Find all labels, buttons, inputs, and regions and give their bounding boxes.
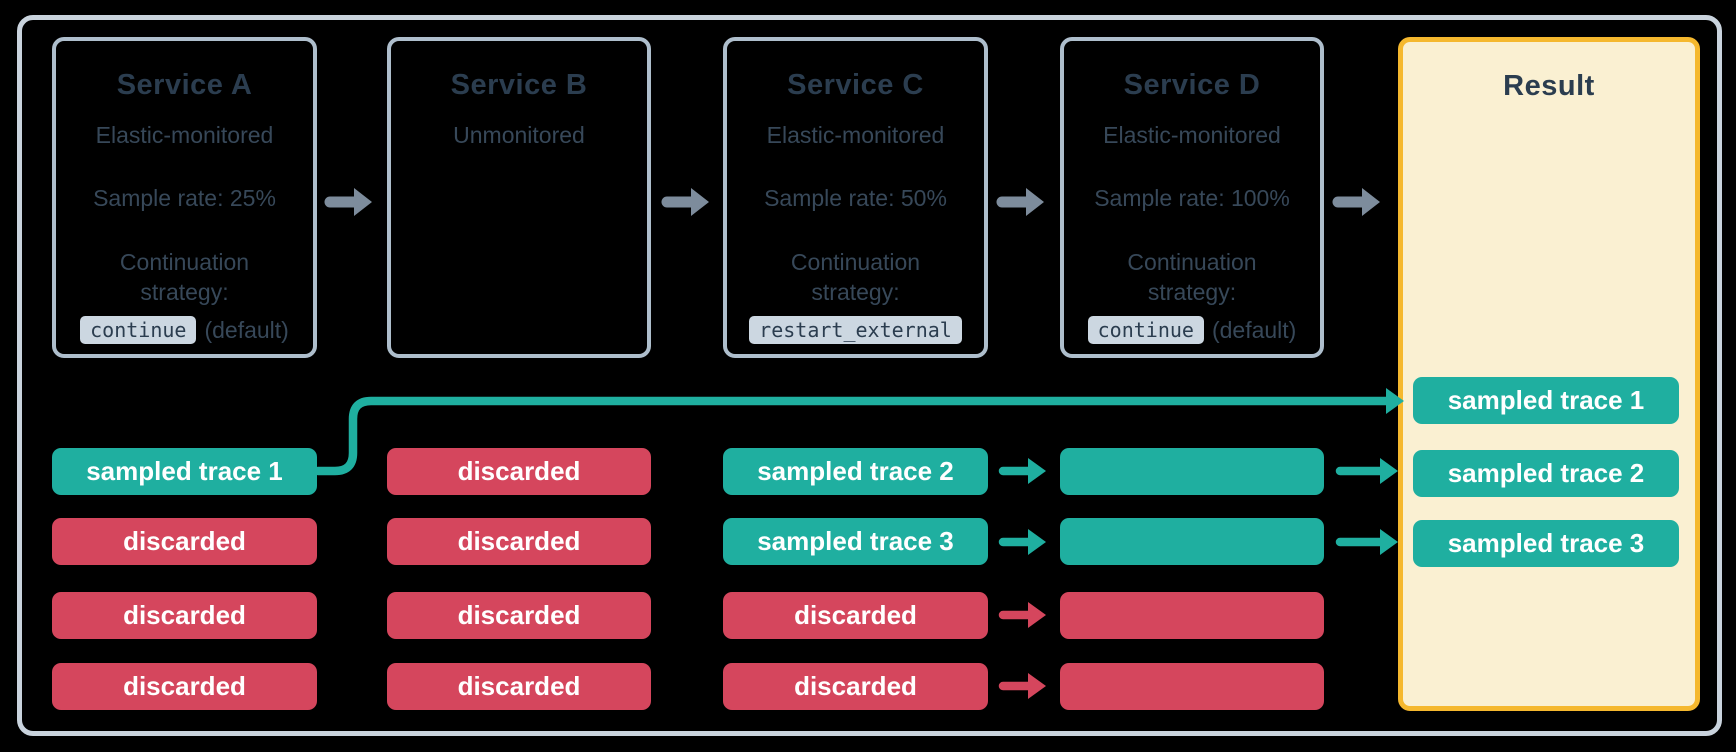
trace-pill-a-4: discarded xyxy=(52,663,317,710)
service-a-title: Service A xyxy=(116,69,253,101)
trace-pill-d-4 xyxy=(1060,663,1324,710)
result-pill-2: sampled trace 2 xyxy=(1413,450,1679,497)
service-a-sample-rate: Sample rate: 25% xyxy=(93,185,276,211)
trace-pill-b-1: discarded xyxy=(387,448,651,495)
service-box-a: Service A Elastic-monitored Sample rate:… xyxy=(52,37,317,358)
service-a-subtitle: Elastic-monitored xyxy=(95,122,274,148)
service-d-strategy-badge: continue xyxy=(1087,316,1204,344)
trace-pill-b-3: discarded xyxy=(387,592,651,639)
service-d-strategy-row: continue (default) xyxy=(1064,315,1320,345)
trace-pill-a-2: discarded xyxy=(52,518,317,565)
trace-pill-d-3 xyxy=(1060,592,1324,639)
result-pill-3: sampled trace 3 xyxy=(1413,520,1679,567)
result-title: Result xyxy=(1503,70,1595,102)
service-c-subtitle: Elastic-monitored xyxy=(766,122,945,148)
service-d-strategy-label: Continuation strategy: xyxy=(1127,249,1257,305)
trace-pill-a-1: sampled trace 1 xyxy=(52,448,317,495)
service-c-strategy-badge: restart_external xyxy=(749,316,962,344)
service-c-strategy-label: Continuation strategy: xyxy=(790,249,921,305)
outer-frame xyxy=(17,15,1722,736)
service-b-title: Service B xyxy=(450,69,588,101)
service-box-b: Service B Unmonitored xyxy=(387,37,651,358)
trace-pill-a-3: discarded xyxy=(52,592,317,639)
service-a-strategy-row: continue (default) xyxy=(56,315,313,345)
result-pill-1: sampled trace 1 xyxy=(1413,377,1679,424)
trace-pill-c-3: discarded xyxy=(723,592,988,639)
service-box-c: Service C Elastic-monitored Sample rate:… xyxy=(723,37,988,358)
result-box: Result xyxy=(1398,37,1700,711)
service-d-sample-rate: Sample rate: 100% xyxy=(1094,185,1290,211)
trace-pill-c-4: discarded xyxy=(723,663,988,710)
trace-pill-c-2: sampled trace 3 xyxy=(723,518,988,565)
service-d-title: Service D xyxy=(1123,69,1261,101)
trace-pill-b-4: discarded xyxy=(387,663,651,710)
service-c-title: Service C xyxy=(787,69,924,101)
trace-pill-d-1 xyxy=(1060,448,1324,495)
trace-pill-d-2 xyxy=(1060,518,1324,565)
service-b-subtitle: Unmonitored xyxy=(453,122,585,148)
service-c-strategy-row: restart_external xyxy=(727,315,984,345)
service-d-strategy-suffix: (default) xyxy=(1211,316,1297,343)
service-a-strategy-badge: continue xyxy=(80,316,197,344)
service-a-strategy-label: Continuation strategy: xyxy=(119,249,250,305)
service-d-subtitle: Elastic-monitored xyxy=(1103,122,1281,148)
trace-pill-b-2: discarded xyxy=(387,518,651,565)
trace-pill-c-1: sampled trace 2 xyxy=(723,448,988,495)
service-a-strategy-suffix: (default) xyxy=(204,316,289,343)
service-c-sample-rate: Sample rate: 50% xyxy=(764,185,947,211)
service-box-d: Service D Elastic-monitored Sample rate:… xyxy=(1060,37,1324,358)
